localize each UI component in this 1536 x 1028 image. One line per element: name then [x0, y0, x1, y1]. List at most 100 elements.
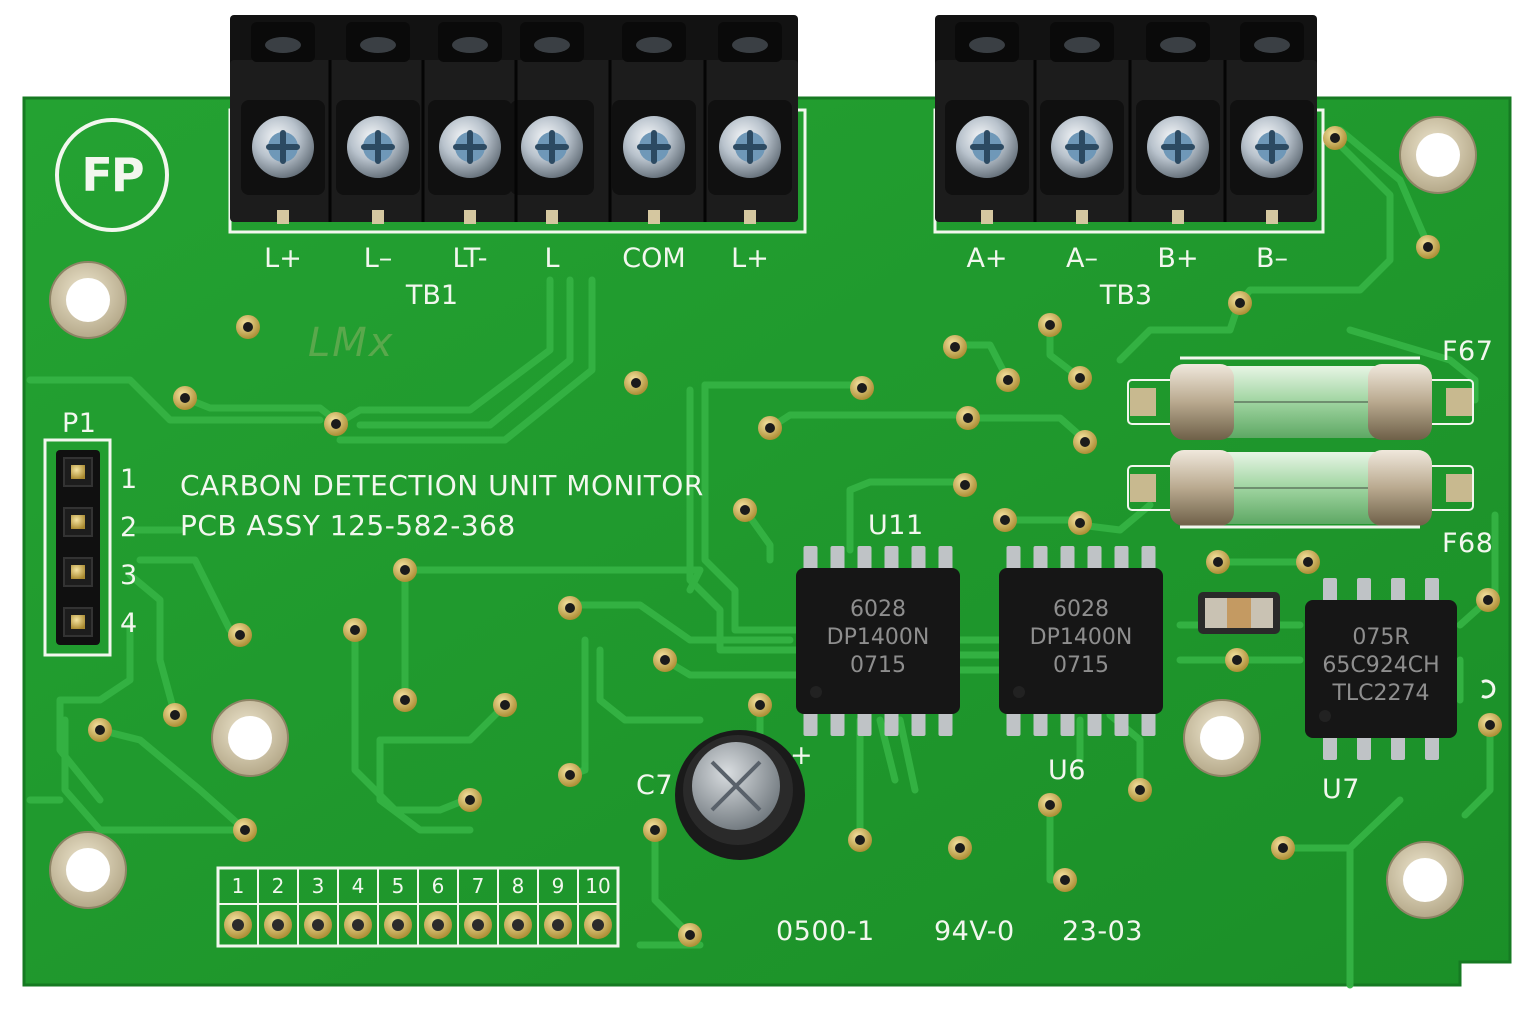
u11-ref-label: U11	[868, 510, 924, 541]
tb3-pin-label-3: B+	[1157, 243, 1199, 274]
f67-ref-label: F67	[1442, 336, 1494, 367]
tb1-screw-2	[336, 22, 420, 224]
p1-pin-label-2: 2	[120, 512, 138, 543]
via-13	[953, 473, 977, 497]
p1-ref-label: P1	[62, 408, 97, 439]
fp-logo: FP	[55, 118, 169, 232]
via-35	[493, 693, 517, 717]
via-34	[393, 688, 417, 712]
via-11	[758, 416, 782, 440]
p1-pin-label-1: 1	[120, 464, 138, 495]
via-22	[1225, 648, 1249, 672]
board-title-line1: CARBON DETECTION UNIT MONITOR	[180, 469, 704, 502]
via-12	[1073, 430, 1097, 454]
via-5	[850, 376, 874, 400]
u6-ref-label: U6	[1048, 755, 1086, 786]
u6-chip	[999, 546, 1163, 736]
p1-pin-2	[63, 507, 93, 537]
via-14	[733, 498, 757, 522]
tb1-pin-label-4: L	[544, 243, 560, 274]
header-pad-3	[304, 911, 332, 939]
via-37	[88, 718, 112, 742]
via-8	[1038, 313, 1062, 337]
via-29	[393, 558, 417, 582]
via-6	[943, 335, 967, 359]
mounting-hole-1	[1399, 116, 1477, 194]
mounting-hole-3	[211, 699, 289, 777]
u6-marking-line3: 0715	[1053, 653, 1109, 678]
via-42	[643, 818, 667, 842]
footer-code-2: 94V-0	[934, 916, 1015, 947]
via-39	[458, 788, 482, 812]
tb1-pin-label-3: LT-	[452, 243, 488, 274]
p1-pin-1	[63, 457, 93, 487]
header-pin-number-10: 10	[585, 874, 611, 898]
f67-fuse	[1127, 364, 1474, 440]
via-36	[163, 703, 187, 727]
via-31	[228, 623, 252, 647]
p1-pin-4	[63, 607, 93, 637]
via-32	[343, 618, 367, 642]
via-15	[993, 508, 1017, 532]
u7-chip	[1305, 578, 1457, 760]
header-pin-number-5: 5	[391, 874, 405, 898]
header-pad-8	[504, 911, 532, 939]
via-10	[956, 406, 980, 430]
u7-ref-label: U7	[1322, 774, 1360, 805]
mounting-hole-4	[1183, 699, 1261, 777]
tb3-pin-label-4: B–	[1255, 243, 1289, 274]
via-1	[236, 315, 260, 339]
tb3-screw-1	[945, 22, 1029, 224]
board-title-line2: PCB ASSY 125-582-368	[180, 509, 516, 542]
header-pin-number-2: 2	[271, 874, 285, 898]
tb3-screw-2	[1040, 22, 1124, 224]
via-33	[653, 648, 677, 672]
via-4	[624, 371, 648, 395]
f68-fuse	[1127, 450, 1474, 526]
footer-code-3: 23-03	[1062, 916, 1143, 947]
fp-logo-text: FP	[81, 148, 144, 202]
tb1-pin-label-6: L+	[731, 243, 769, 274]
via-23	[1476, 588, 1500, 612]
header-pad-7	[464, 911, 492, 939]
via-28	[1271, 836, 1295, 860]
u11-chip	[796, 546, 960, 736]
via-38	[748, 693, 772, 717]
u7-marking-line1: 075R	[1352, 625, 1410, 650]
header-pin-number-3: 3	[311, 874, 325, 898]
via-25	[1128, 778, 1152, 802]
header-pad-6	[424, 911, 452, 939]
u11-marking-line1: 6028	[850, 597, 906, 622]
handwritten-lmx-mark: LMx	[308, 320, 395, 366]
via-30	[558, 596, 582, 620]
u7-marking-line2: 65C924CH	[1322, 653, 1440, 678]
via-40	[558, 763, 582, 787]
via-3	[324, 412, 348, 436]
mounting-hole-2	[49, 261, 127, 339]
u11-marking-line2: DP1400N	[826, 625, 930, 650]
p1-pin-label-4: 4	[120, 608, 138, 639]
tb3-pin-label-1: A+	[966, 243, 1008, 274]
p1-pin-label-3: 3	[120, 560, 138, 591]
c7-capacitor	[675, 730, 805, 860]
via-41	[233, 818, 257, 842]
via-18	[1416, 235, 1440, 259]
f68-ref-label: F68	[1442, 528, 1494, 559]
tb3-screw-3	[1136, 22, 1220, 224]
via-24	[1478, 713, 1502, 737]
tb1-screw-6	[708, 22, 792, 224]
tb3-ref-label: TB3	[1099, 280, 1153, 311]
u6-marking-line1: 6028	[1053, 597, 1109, 622]
header-pin-number-1: 1	[231, 874, 245, 898]
c7-ref-label: C7	[636, 770, 674, 801]
via-9	[1068, 366, 1092, 390]
p1-pin-3	[63, 557, 93, 587]
via-16	[1068, 511, 1092, 535]
tb3-screw-4	[1230, 22, 1314, 224]
tb1-pin-label-5: COM	[622, 243, 686, 274]
header-pin-number-7: 7	[471, 874, 485, 898]
